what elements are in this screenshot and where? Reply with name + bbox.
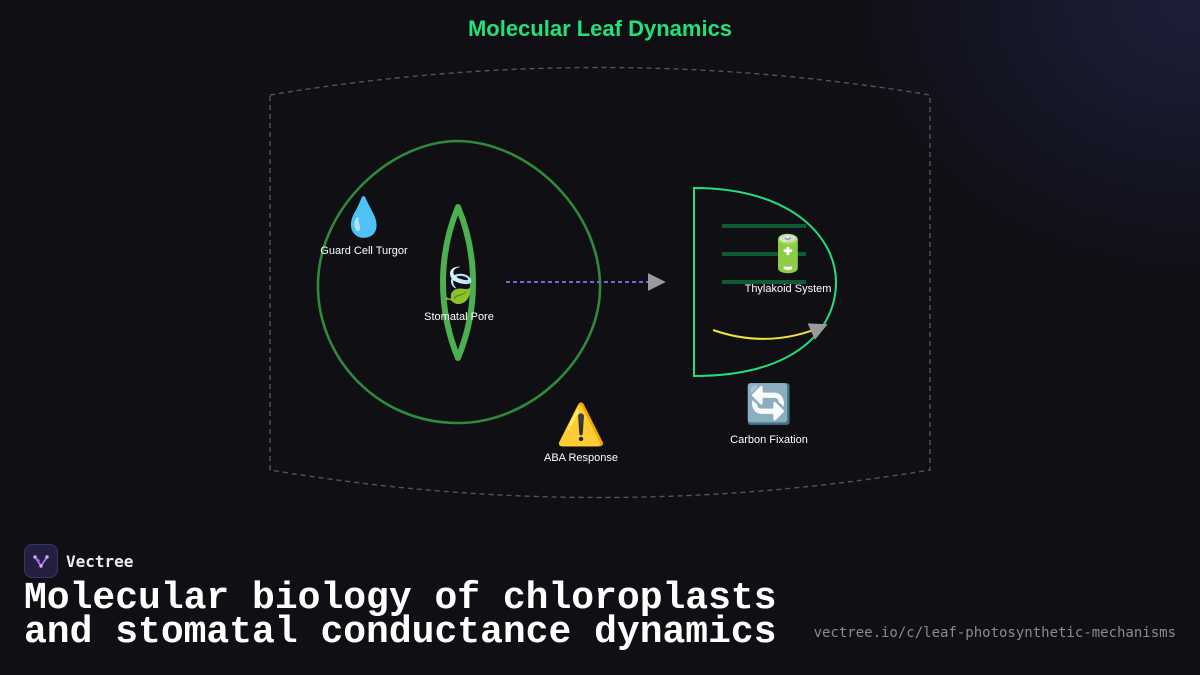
headline-line-1: Molecular biology of chloroplasts xyxy=(24,577,777,620)
brand: Vectree xyxy=(24,544,133,578)
headline-line-2: and stomatal conductance dynamics xyxy=(24,611,777,654)
node-stomatal-pore: 🍃 Stomatal Pore xyxy=(424,265,494,323)
chloroplast-outline xyxy=(693,186,838,378)
page-title: Molecular Leaf Dynamics xyxy=(467,16,733,41)
leaf-boundary xyxy=(269,66,931,499)
node-aba-response: ⚠️ ABA Response xyxy=(544,401,618,464)
leaf-fluttering-icon: 🍃 xyxy=(438,265,480,306)
node-label: Thylakoid System xyxy=(745,283,832,295)
node-carbon-fixation: 🔄 Carbon Fixation xyxy=(730,382,808,446)
node-thylakoid-system: 🔋 Thylakoid System xyxy=(745,233,832,295)
node-label: Stomatal Pore xyxy=(424,311,494,323)
headline: Molecular biology of chloroplasts and st… xyxy=(24,577,777,654)
brand-name: Vectree xyxy=(66,551,134,571)
node-label: Guard Cell Turgor xyxy=(320,245,408,257)
node-label: Carbon Fixation xyxy=(730,434,808,446)
electron-transport-path xyxy=(712,323,828,340)
warning-icon: ⚠️ xyxy=(556,401,606,448)
water-droplet-icon: 💧 xyxy=(340,195,387,239)
site-url[interactable]: vectree.io/c/leaf-photosynthetic-mechani… xyxy=(813,625,1176,641)
node-label: ABA Response xyxy=(544,452,618,464)
cycle-arrows-icon: 🔄 xyxy=(745,382,792,426)
vectree-logo-icon xyxy=(24,544,58,578)
battery-icon: 🔋 xyxy=(766,233,811,275)
node-guard-cell-turgor: 💧 Guard Cell Turgor xyxy=(320,195,408,257)
stomatal-pore-shape xyxy=(440,204,476,361)
guard-cell-outline xyxy=(316,139,602,425)
